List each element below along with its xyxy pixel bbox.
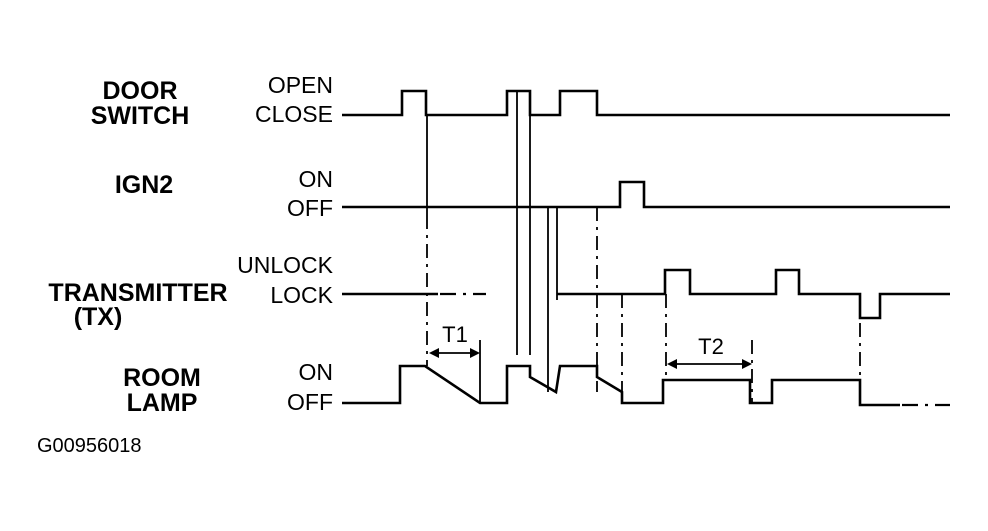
interval-t2: T2 [667,334,752,369]
tx-waveform-part-2 [557,268,950,320]
ign2-waveform [342,180,950,209]
figure-id: G00956018 [37,435,142,457]
interval-t2-arrowhead-left [667,359,677,369]
door-high-label: OPEN [268,72,333,98]
tx-low-label: LOCK [270,282,333,308]
lamp-high-label: ON [299,359,334,385]
door-switch-name-line-2: SWITCH [91,102,190,130]
signal-name-transmitter: TRANSMITTER (TX) [48,279,227,331]
interval-t1-arrowhead-right [470,348,480,358]
ign2-name: IGN2 [115,171,173,199]
door-low-label: CLOSE [255,101,333,127]
signal-name-ign2: IGN2 [115,171,173,199]
room-lamp-name-line-1: ROOM [123,364,201,392]
transmitter-name-line-1: TRANSMITTER [48,279,227,307]
signal-name-door-switch: DOOR SWITCH [91,77,190,130]
ign2-high-label: ON [299,166,334,192]
interval-t1-arrowhead-left [429,348,439,358]
interval-t2-label: T2 [698,334,724,359]
interval-t1: T1 [429,322,480,358]
lamp-waveform-part-1 [342,364,900,407]
signal-name-room-lamp: ROOM LAMP [123,364,201,417]
lamp-low-label: OFF [287,389,333,415]
tx-high-label: UNLOCK [237,252,334,278]
interval-t1-label: T1 [442,322,468,347]
ign2-low-label: OFF [287,195,333,221]
transmitter-name-line-2: (TX) [74,303,123,331]
door-switch-name-line-1: DOOR [103,77,178,105]
door-switch-waveform [342,89,950,117]
room-lamp-name-line-2: LAMP [127,389,198,417]
interval-t2-arrowhead-right [742,359,752,369]
